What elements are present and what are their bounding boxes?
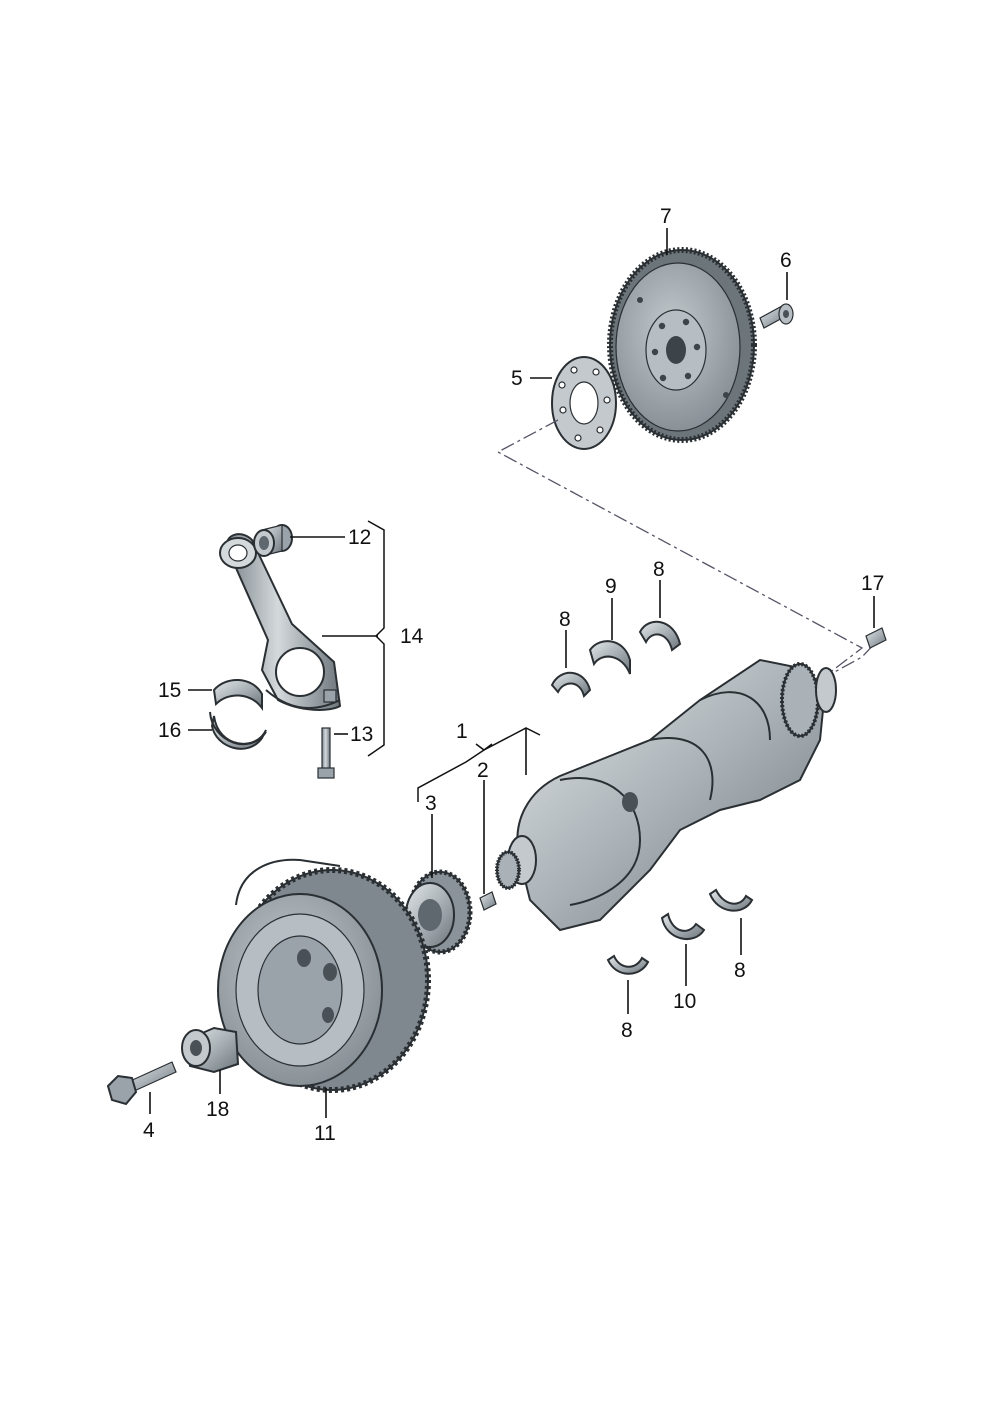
- callout-9: 9: [605, 575, 617, 598]
- callout-2: 2: [477, 759, 489, 782]
- assembly-bracket-1: [417, 727, 541, 802]
- thrust-washer-8a: [550, 671, 592, 698]
- con-rod-bearing-shell-upper: [212, 678, 263, 711]
- callout-labels: 1 2 3 4 5 6 7 8 8 8 8 9 10 11 12 13 14 1…: [143, 205, 884, 1145]
- main-bearing-shell-9: [588, 640, 631, 675]
- callout-14: 14: [400, 625, 424, 648]
- pulley-spacer: [181, 1026, 240, 1074]
- crankshaft-pin: [479, 891, 497, 911]
- assembly-bracket-14: [367, 520, 385, 757]
- callout-7: 7: [660, 205, 672, 228]
- callout-10: 10: [673, 990, 696, 1013]
- callout-13: 13: [350, 723, 373, 746]
- callout-18: 18: [206, 1098, 229, 1121]
- callout-6: 6: [780, 249, 792, 272]
- crankshaft: [495, 658, 837, 932]
- flywheel-bolt: [759, 303, 794, 329]
- callout-8-bottom-right: 8: [734, 959, 746, 982]
- callout-11: 11: [314, 1122, 336, 1145]
- dowel-pin: [865, 627, 887, 649]
- connecting-rod-bushing: [253, 524, 293, 557]
- main-bearing-shell-10: [660, 912, 706, 940]
- con-rod-bearing-shell-lower: [209, 711, 267, 750]
- callout-3: 3: [425, 792, 437, 815]
- callout-8-top-left: 8: [559, 608, 571, 631]
- vibration-damper-pulley: [217, 858, 431, 1093]
- central-bolt: [106, 1061, 177, 1106]
- callout-5: 5: [511, 367, 523, 390]
- leader-lines: [149, 228, 875, 1118]
- callout-16: 16: [158, 719, 181, 742]
- callout-8-top-right: 8: [653, 558, 665, 581]
- flywheel-drive-plate: [607, 247, 757, 443]
- callout-17: 17: [861, 572, 884, 595]
- connecting-rod-bolt: [317, 727, 335, 779]
- callout-15: 15: [158, 679, 181, 702]
- callout-1: 1: [456, 720, 468, 743]
- thrust-washer-8c: [606, 954, 650, 975]
- shim-plate: [551, 356, 617, 450]
- thrust-washer-8d: [708, 888, 754, 912]
- connecting-rod: [219, 533, 342, 711]
- thrust-washer-8b: [638, 620, 682, 652]
- callout-8-bottom-left: 8: [621, 1019, 633, 1042]
- callout-12: 12: [348, 526, 371, 549]
- callout-4: 4: [143, 1119, 155, 1142]
